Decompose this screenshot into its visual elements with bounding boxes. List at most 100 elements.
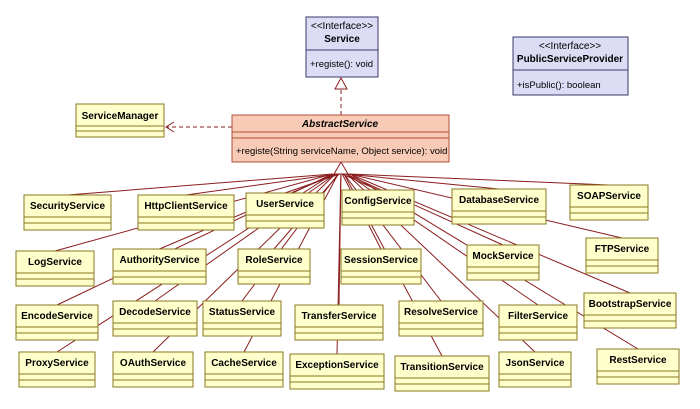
database-service-class[interactable]: DatabaseService: [451, 188, 547, 225]
class-box: [498, 304, 578, 341]
class-box: [202, 300, 282, 337]
class-box: [585, 237, 659, 274]
class-box: [204, 351, 284, 388]
role-service-class[interactable]: RoleService: [237, 248, 311, 285]
class-name: CacheService: [211, 358, 277, 369]
class-name: BootstrapService: [589, 299, 672, 310]
realization-arrow: [334, 76, 348, 115]
http-client-service-class[interactable]: HttpClientService: [137, 194, 235, 231]
class-box: [15, 250, 95, 287]
class-box: [398, 300, 484, 337]
transition-service-class[interactable]: TransitionService: [394, 355, 490, 392]
json-service-class[interactable]: JsonService: [498, 351, 572, 388]
class-name: FilterService: [508, 311, 568, 322]
filter-service-class[interactable]: FilterService: [498, 304, 578, 341]
mock-service-class[interactable]: MockService: [466, 244, 540, 281]
class-box: [394, 355, 490, 392]
authority-service-class[interactable]: AuthorityService: [112, 248, 207, 285]
class-name: TransitionService: [400, 362, 484, 373]
service-manager-class[interactable]: ServiceManager: [75, 103, 165, 138]
rest-service-class[interactable]: RestService: [596, 348, 680, 385]
class-name: DecodeService: [119, 307, 191, 318]
class-box: [451, 188, 547, 225]
user-service-class[interactable]: UserService: [245, 192, 325, 229]
class-box: [289, 353, 385, 390]
class-name: StatusService: [209, 307, 276, 318]
log-service-class[interactable]: LogService: [15, 250, 95, 287]
service-classes: SecurityService HttpClientService UserServ…: [15, 184, 680, 392]
ftp-service-class[interactable]: FTPService: [585, 237, 659, 274]
class-name: LogService: [28, 257, 82, 268]
generalization-line-http-client: [185, 173, 337, 196]
class-name: MockService: [472, 251, 534, 262]
class-name: ServiceManager: [82, 111, 159, 122]
abstract-class-method: +registe(String serviceName, Object serv…: [236, 146, 447, 157]
generalization-line-database: [345, 173, 500, 190]
class-name: SOAPService: [577, 191, 641, 202]
public-service-provider-interface[interactable]: <<Interface>> PublicServiceProvider +isP…: [512, 36, 629, 96]
class-name: RestService: [609, 355, 667, 366]
generalization-line-security: [67, 173, 333, 196]
class-box: [112, 300, 198, 337]
resolve-service-class[interactable]: ResolveService: [398, 300, 484, 337]
class-box: [341, 189, 415, 226]
class-name: HttpClientService: [144, 201, 228, 212]
class-box: [466, 244, 540, 281]
class-name: AuthorityService: [119, 255, 199, 266]
interface-name: Service: [324, 34, 360, 45]
generalization-line-soap: [349, 173, 610, 186]
proxy-service-class[interactable]: ProxyService: [18, 351, 96, 388]
status-service-class[interactable]: StatusService: [202, 300, 282, 337]
class-box: [15, 304, 99, 341]
class-box: [237, 248, 311, 285]
class-box: [112, 248, 207, 285]
interface-method: +registe(): void: [310, 59, 373, 70]
class-name: ExceptionService: [295, 360, 379, 371]
class-box: [596, 348, 680, 385]
abstract-service-class[interactable]: AbstractService +registe(String serviceN…: [231, 114, 450, 163]
interface-stereotype: <<Interface>>: [311, 21, 373, 32]
soap-service-class[interactable]: SOAPService: [569, 184, 649, 221]
service-interface[interactable]: <<Interface>> Service +registe(): void: [305, 16, 379, 78]
exception-service-class[interactable]: ExceptionService: [289, 353, 385, 390]
dependency-arrow: [165, 121, 232, 133]
config-service-class[interactable]: ConfigService: [341, 189, 415, 226]
security-service-class[interactable]: SecurityService: [23, 194, 112, 231]
encode-service-class[interactable]: EncodeService: [15, 304, 99, 341]
class-name: ProxyService: [25, 358, 89, 369]
class-name: DatabaseService: [459, 195, 539, 206]
generalization-arrowhead: [333, 161, 349, 175]
session-service-class[interactable]: SessionService: [340, 248, 422, 285]
class-name: TransferService: [301, 311, 376, 322]
class-box: [569, 184, 649, 221]
class-name: ConfigService: [344, 196, 412, 207]
class-name: OAuthService: [120, 358, 187, 369]
generalization-line-mock: [345, 173, 504, 246]
class-name: JsonService: [506, 358, 565, 369]
class-name: EncodeService: [21, 311, 93, 322]
bootstrap-service-class[interactable]: BootstrapService: [583, 292, 677, 329]
class-name: RoleService: [245, 255, 303, 266]
class-box: [23, 194, 112, 231]
class-box: [498, 351, 572, 388]
class-name: UserService: [256, 199, 314, 210]
class-box: [583, 292, 677, 329]
class-name: SessionService: [344, 255, 418, 266]
class-box: [245, 192, 325, 229]
cache-service-class[interactable]: CacheService: [204, 351, 284, 388]
transfer-service-class[interactable]: TransferService: [294, 304, 384, 341]
class-box: [340, 248, 422, 285]
class-name: ResolveService: [404, 307, 478, 318]
class-box: [294, 304, 384, 341]
oauth-service-class[interactable]: OAuthService: [112, 351, 194, 388]
abstract-class-name: AbstractService: [301, 119, 379, 130]
provider-method: +isPublic(): boolean: [517, 80, 601, 91]
decode-service-class[interactable]: DecodeService: [112, 300, 198, 337]
class-box: [137, 194, 235, 231]
provider-stereotype: <<Interface>>: [539, 41, 601, 52]
provider-name: PublicServiceProvider: [517, 54, 623, 65]
class-name: SecurityService: [30, 201, 105, 212]
class-box: [18, 351, 96, 388]
class-name: FTPService: [595, 244, 650, 255]
